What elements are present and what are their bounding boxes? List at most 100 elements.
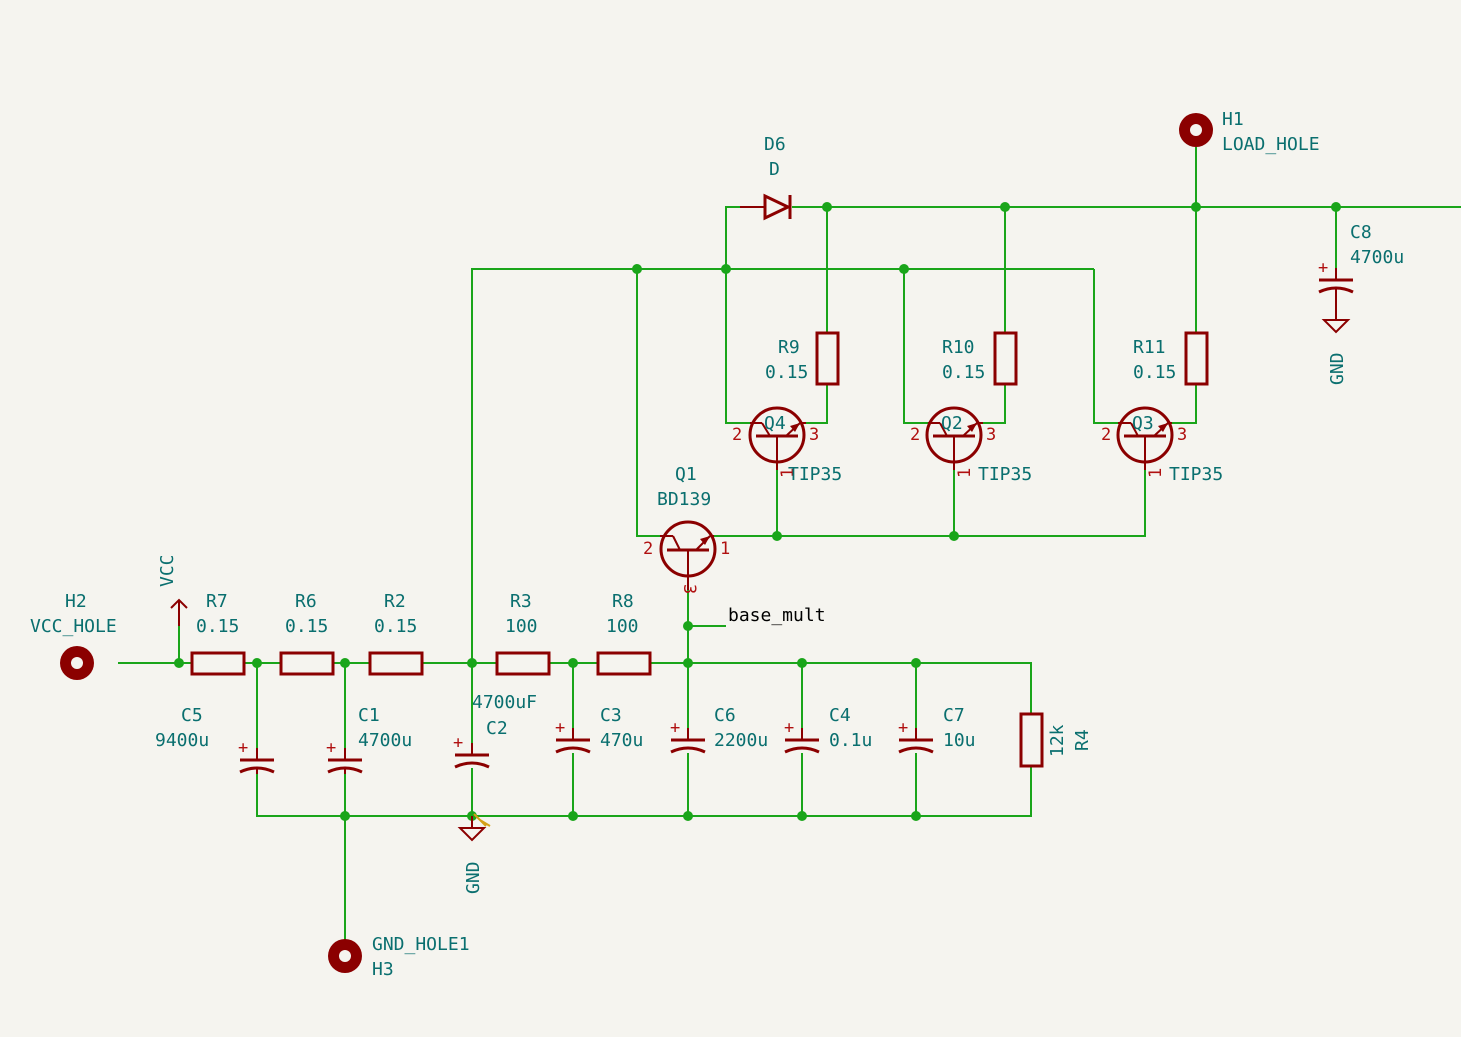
c2-ref: C2 — [486, 718, 508, 739]
junction — [683, 658, 693, 668]
resistor-r11[interactable]: R11 0.15 — [1133, 331, 1209, 386]
r2-value: 0.15 — [374, 616, 417, 637]
capacitor-c5[interactable]: + C5 9400u — [155, 705, 275, 774]
c4-value: 0.1u — [829, 730, 872, 751]
resistor-r3[interactable]: R3 100 — [495, 591, 551, 676]
q4-value: TIP35 — [788, 464, 842, 485]
resistor-r6[interactable]: R6 0.15 — [279, 591, 335, 676]
r8-value: 100 — [606, 616, 639, 637]
pin-number: 3 — [809, 425, 819, 445]
svg-text:+: + — [670, 718, 680, 738]
d6-ref: D6 — [764, 134, 786, 155]
svg-text:+: + — [326, 738, 336, 758]
capacitor-c6[interactable]: + C6 2200u — [670, 705, 768, 754]
c5-value: 9400u — [155, 730, 209, 751]
h1-ref: H1 — [1222, 109, 1244, 130]
r3-ref: R3 — [510, 591, 532, 612]
transistor-q1[interactable]: 2 1 3 Q1 BD139 — [643, 464, 730, 594]
r9-value: 0.15 — [765, 362, 808, 383]
resistor-r10[interactable]: R10 0.15 — [942, 331, 1018, 386]
c2-value: 4700uF — [472, 692, 537, 713]
pin-number: 1 — [720, 539, 730, 559]
capacitor-c8[interactable]: + C8 4700u — [1318, 222, 1404, 320]
cursor-marker-icon — [473, 813, 491, 827]
mounting-hole-h2[interactable]: H2 VCC_HOLE — [30, 591, 117, 680]
r10-ref: R10 — [942, 337, 975, 358]
vcc-symbol: VCC — [157, 554, 188, 626]
resistor-r2[interactable]: R2 0.15 — [368, 591, 424, 676]
pin-number: 1 — [955, 468, 975, 478]
mounting-hole-h1[interactable]: H1 LOAD_HOLE — [1179, 109, 1320, 155]
c4-ref: C4 — [829, 705, 851, 726]
resistor-r4[interactable]: 12k R4 — [1019, 712, 1093, 768]
transistor-q2[interactable]: 2 3 1 Q2 TIP35 — [910, 406, 1032, 485]
junction — [683, 621, 693, 631]
junction — [911, 658, 921, 668]
pin-number: 3 — [1177, 425, 1187, 445]
r2-ref: R2 — [384, 591, 406, 612]
h1-value: LOAD_HOLE — [1222, 134, 1320, 155]
diode-d6[interactable]: D6 D — [740, 134, 792, 221]
q2-value: TIP35 — [978, 464, 1032, 485]
junction — [568, 658, 578, 668]
resistor-r9[interactable]: R9 0.15 — [765, 331, 840, 386]
resistor-r8[interactable]: R8 100 — [596, 591, 652, 676]
h2-value: VCC_HOLE — [30, 616, 117, 637]
junction — [340, 658, 350, 668]
r11-ref: R11 — [1133, 337, 1166, 358]
c3-value: 470u — [600, 730, 643, 751]
junction — [721, 264, 731, 274]
mounting-hole-h3[interactable]: GND_HOLE1 H3 — [328, 934, 470, 980]
c8-value: 4700u — [1350, 247, 1404, 268]
h3-ref: H3 — [372, 959, 394, 980]
junction — [911, 811, 921, 821]
junction — [1331, 202, 1341, 212]
pin-number: 3 — [679, 584, 699, 594]
r7-value: 0.15 — [196, 616, 239, 637]
capacitor-c1[interactable]: + C1 4700u — [326, 705, 412, 774]
svg-text:+: + — [238, 738, 248, 758]
pin-number: 2 — [643, 539, 653, 559]
junction — [632, 264, 642, 274]
r9-ref: R9 — [778, 337, 800, 358]
pin-number: 2 — [910, 425, 920, 445]
svg-text:+: + — [784, 718, 794, 738]
pin-number: 1 — [778, 468, 798, 478]
q1-value: BD139 — [657, 489, 711, 510]
c6-ref: C6 — [714, 705, 736, 726]
net-label-text: base_mult — [728, 605, 826, 626]
r4-ref: R4 — [1072, 729, 1093, 751]
net-label-base-mult[interactable]: base_mult — [728, 605, 826, 626]
junction — [1191, 202, 1201, 212]
junction — [568, 811, 578, 821]
r3-value: 100 — [505, 616, 538, 637]
c7-ref: C7 — [943, 705, 965, 726]
capacitor-c2[interactable]: + 4700uF C2 — [453, 692, 537, 769]
r10-value: 0.15 — [942, 362, 985, 383]
capacitor-c3[interactable]: + C3 470u — [555, 705, 643, 754]
h3-value: GND_HOLE1 — [372, 934, 470, 955]
junction — [683, 811, 693, 821]
svg-text:+: + — [1318, 258, 1328, 278]
r4-value: 12k — [1047, 724, 1068, 757]
c7-value: 10u — [943, 730, 976, 751]
junction — [822, 202, 832, 212]
pin-number: 2 — [1101, 425, 1111, 445]
junction — [797, 811, 807, 821]
svg-text:+: + — [898, 718, 908, 738]
diode-icon — [763, 193, 792, 221]
pin-number: 3 — [986, 425, 996, 445]
transistor-q3[interactable]: 2 3 1 Q3 TIP35 — [1101, 406, 1223, 485]
q1-ref: Q1 — [675, 464, 697, 485]
capacitor-c4[interactable]: + C4 0.1u — [784, 705, 872, 754]
junction — [797, 658, 807, 668]
resistor-r7[interactable]: R7 0.15 — [190, 591, 246, 676]
junction — [252, 658, 262, 668]
gnd-symbol-c8: GND — [1321, 319, 1351, 385]
svg-text:+: + — [453, 733, 463, 753]
transistor-q4[interactable]: 2 3 1 Q4 TIP35 — [732, 406, 842, 485]
c8-ref: C8 — [1350, 222, 1372, 243]
capacitor-c7[interactable]: + C7 10u — [898, 705, 976, 754]
junction — [949, 531, 959, 541]
q4-ref: Q4 — [764, 413, 786, 434]
